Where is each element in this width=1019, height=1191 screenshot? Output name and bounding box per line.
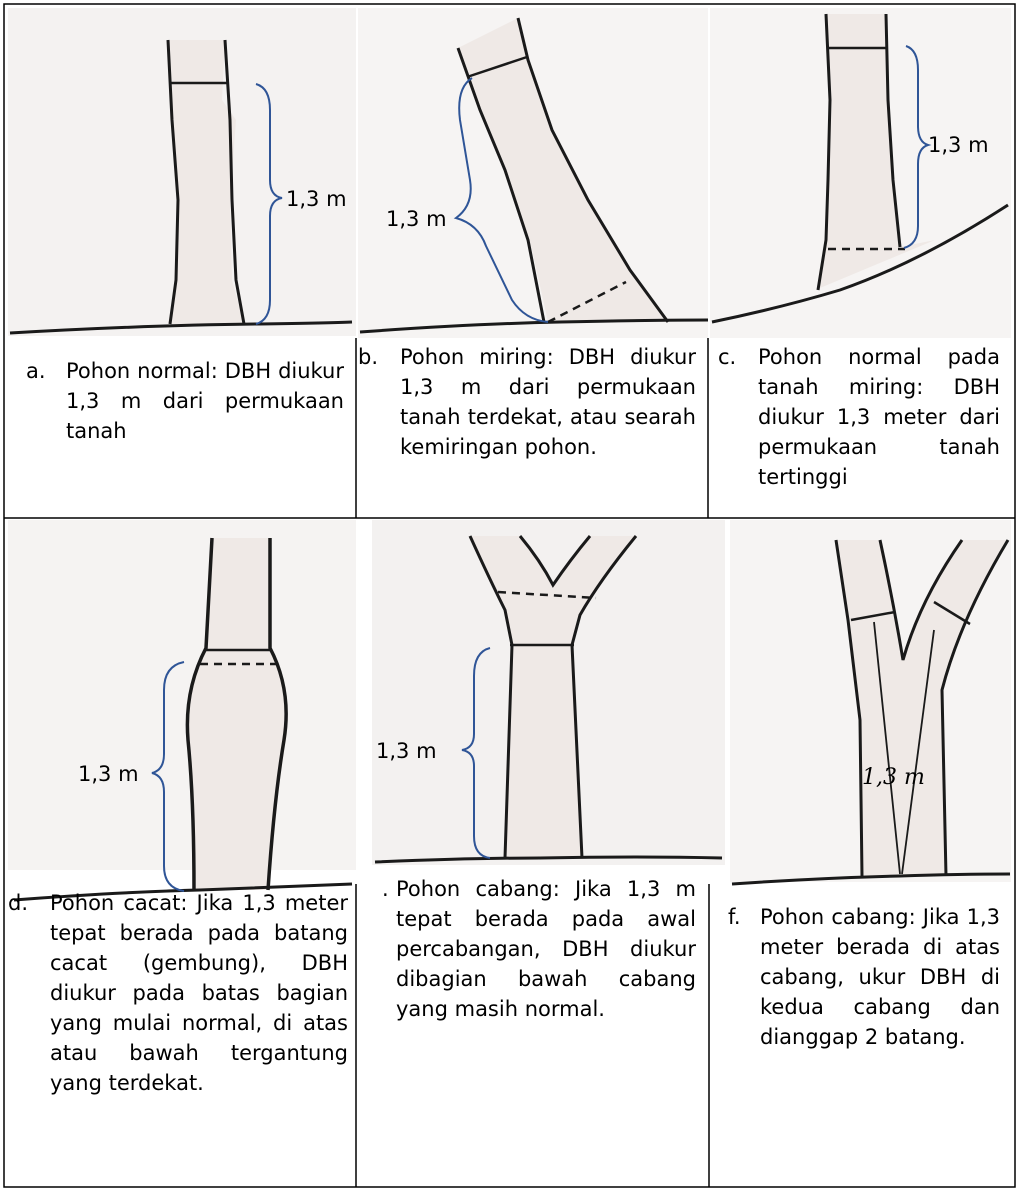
panel-f-handwritten-label: 1,3 m <box>862 765 925 790</box>
panel-d-measure-label: 1,3 m <box>78 762 139 786</box>
caption-d-marker: d. <box>8 888 28 918</box>
caption-a-marker: a. <box>26 356 46 386</box>
panel-e-measure-label: 1,3 m <box>376 739 437 763</box>
caption-e-marker: . <box>382 874 389 904</box>
caption-b: b. Pohon miring: DBH diukur 1,3 m dari p… <box>356 342 696 462</box>
panel-d-photo <box>8 520 356 870</box>
caption-c-marker: c. <box>718 342 736 372</box>
panel-a-measure-label: 1,3 m <box>286 187 347 211</box>
caption-b-text: Pohon miring: DBH diukur 1,3 m dari perm… <box>400 342 696 462</box>
panel-b-measure-label: 1,3 m <box>386 207 447 231</box>
caption-f-marker: f. <box>728 902 741 932</box>
caption-c: c. Pohon normal pada tanah miring: DBH d… <box>718 342 1000 492</box>
caption-e-text: Pohon cabang: Jika 1,3 m tepat berada pa… <box>396 874 696 1024</box>
caption-f: f. Pohon cabang: Jika 1,3 meter berada d… <box>728 902 1000 1052</box>
caption-e: . Pohon cabang: Jika 1,3 m tepat berada … <box>382 874 696 1024</box>
caption-a: a. Pohon normal: DBH diukur 1,3 m dari p… <box>26 356 344 446</box>
caption-d-text: Pohon cacat: Jika 1,3 meter tepat berada… <box>50 888 348 1098</box>
caption-d: d. Pohon cacat: Jika 1,3 meter tepat ber… <box>8 888 348 1098</box>
caption-b-marker: b. <box>358 342 378 372</box>
caption-a-text: Pohon normal: DBH diukur 1,3 m dari perm… <box>66 356 344 446</box>
caption-c-text: Pohon normal pada tanah miring: DBH diuk… <box>758 342 1000 492</box>
caption-f-text: Pohon cabang: Jika 1,3 meter berada di a… <box>760 902 1000 1052</box>
panel-c-measure-label: 1,3 m <box>928 133 989 157</box>
